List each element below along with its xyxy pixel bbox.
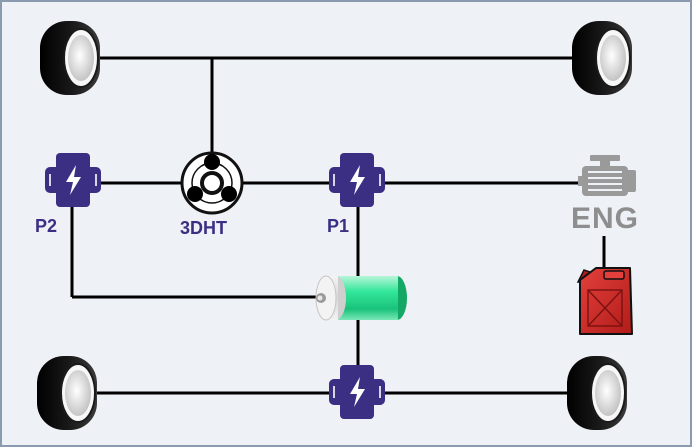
p1-label: P1 xyxy=(327,216,350,236)
rear-left-tire-icon xyxy=(36,355,98,431)
fuel-can-icon xyxy=(576,267,633,335)
engine-label: ENG xyxy=(571,202,640,235)
planetary-gearset-icon xyxy=(180,151,244,215)
connection-lines xyxy=(70,56,606,395)
p2-label: P2 xyxy=(35,216,58,236)
rear-right-tire-icon xyxy=(566,355,628,431)
engine-icon xyxy=(578,155,636,196)
battery-icon xyxy=(315,275,407,321)
front-right-tire-icon xyxy=(571,20,633,96)
front-left-tire-icon xyxy=(39,20,101,96)
3dht-label: 3DHT xyxy=(180,218,228,238)
